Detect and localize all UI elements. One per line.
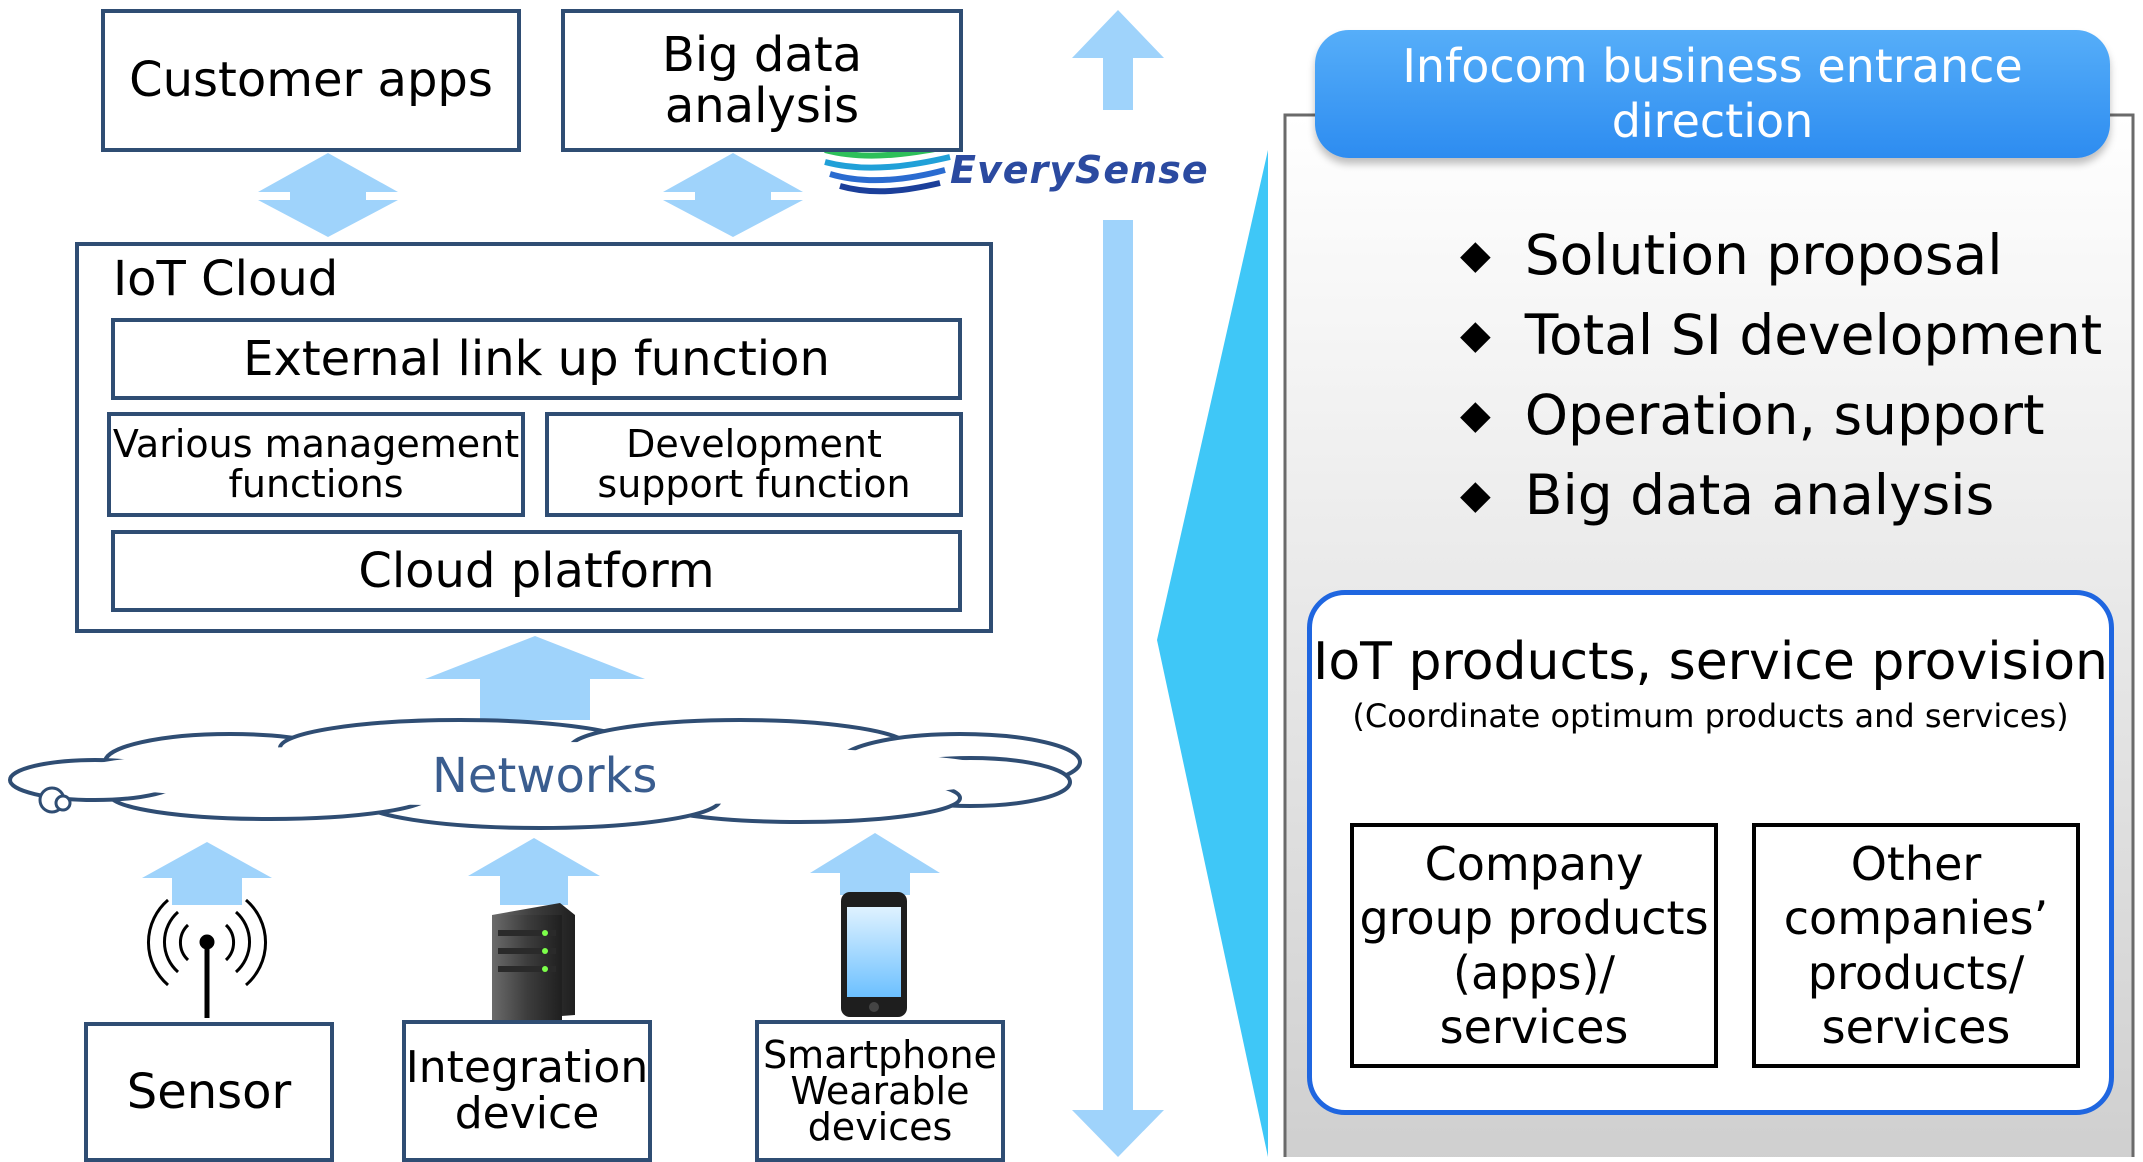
networks-label: Networks [432,748,658,804]
bullet-label: Solution proposal [1524,223,2003,287]
bullet-item: ◆ Big data analysis [1460,463,1994,527]
bullet-item: ◆ Operation, support [1460,383,2045,447]
everysense-logo-text: EverySense [950,148,1209,192]
iot-products-title: IoT products, service provision [1313,632,2108,692]
big-data-analysis-box: Big data analysis [561,9,963,152]
up-arrow-smartphone [810,833,940,895]
server-icon [492,903,575,1020]
vertical-arrow-shaft [1103,220,1133,1110]
double-arrow-bigdata [663,153,803,237]
panel-header-label: Infocom business entrance direction [1402,38,2023,148]
diamond-bullet-icon: ◆ [1460,472,1491,518]
network-cloud-fill [70,742,1010,806]
up-arrow-networks [425,636,645,720]
development-support-label: Development support function [597,421,911,506]
various-management-box: Various management functions [107,412,525,517]
smartphone-wearable-label: Smartphone Wearable devices [763,1032,997,1150]
bullet-item: ◆ Solution proposal [1460,223,2002,287]
iot-products-subtitle: (Coordinate optimum products and service… [1352,697,2069,735]
sensor-label: Sensor [126,1063,292,1120]
smartphone-icon [841,892,907,1017]
other-companies-products-box: Other companies’ products/ services [1752,823,2080,1068]
customer-apps-box: Customer apps [101,9,521,152]
integration-device-label: Integration device [405,1041,649,1139]
sensor-box: Sensor [84,1022,334,1162]
smartphone-wearable-box: Smartphone Wearable devices [755,1020,1005,1162]
diamond-bullet-icon: ◆ [1460,232,1491,278]
antenna-icon [146,898,268,1018]
everysense-logo: EverySense [950,148,1209,192]
vertical-arrow [1072,10,1164,110]
company-group-products-label: Company group products (apps)/ services [1359,836,1709,1054]
customer-apps-label: Customer apps [129,52,493,109]
external-link-function-box: External link up function [111,318,962,400]
cloud-bubble [54,794,72,812]
up-arrow-integration [468,838,600,905]
other-companies-products-label: Other companies’ products/ services [1783,836,2049,1054]
double-arrow-customer [258,153,398,237]
development-support-box: Development support function [545,412,963,517]
iot-cloud-title: IoT Cloud [113,251,339,307]
diamond-bullet-icon: ◆ [1460,392,1491,438]
external-link-label: External link up function [243,330,830,387]
various-management-label: Various management functions [112,421,520,506]
bullet-label: Operation, support [1524,383,2045,447]
vertical-arrow-bottom [1072,1110,1164,1157]
panel-header: Infocom business entrance direction [1315,30,2110,158]
cloud-platform-label: Cloud platform [358,542,715,599]
cyan-triangle [1157,150,1268,1157]
bullet-label: Total SI development [1524,303,2103,367]
bullet-label: Big data analysis [1524,463,1995,527]
big-data-analysis-label: Big data analysis [661,27,863,134]
integration-device-box: Integration device [402,1020,652,1162]
bullet-item: ◆ Total SI development [1460,303,2102,367]
diamond-bullet-icon: ◆ [1460,312,1491,358]
cloud-platform-box: Cloud platform [111,530,962,612]
up-arrow-sensor [142,842,272,905]
company-group-products-box: Company group products (apps)/ services [1350,823,1718,1068]
